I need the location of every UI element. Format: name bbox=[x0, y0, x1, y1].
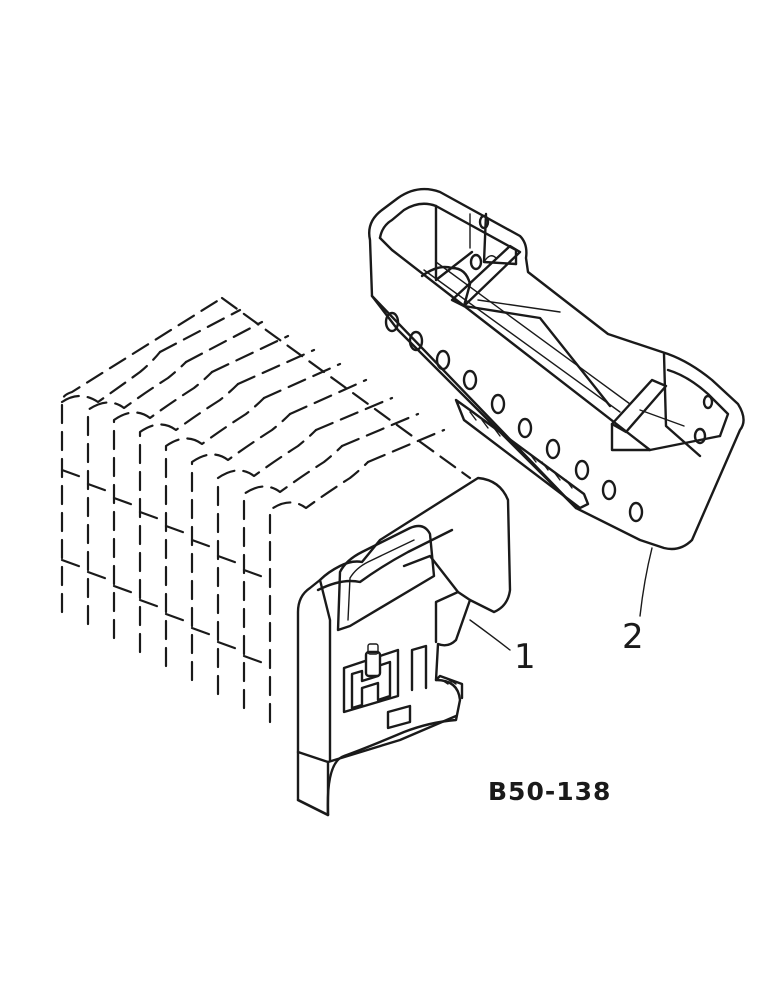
callout-2-label: 2 bbox=[622, 617, 644, 657]
front-weight bbox=[296, 476, 512, 817]
weight-carrier-bracket bbox=[368, 187, 745, 551]
figure-reference: B50-138 bbox=[488, 777, 611, 806]
callout-1: 1 bbox=[469, 619, 536, 677]
callout-2: 2 bbox=[622, 547, 653, 657]
weight-stack-outline bbox=[60, 296, 472, 724]
callout-1-label: 1 bbox=[514, 637, 536, 677]
